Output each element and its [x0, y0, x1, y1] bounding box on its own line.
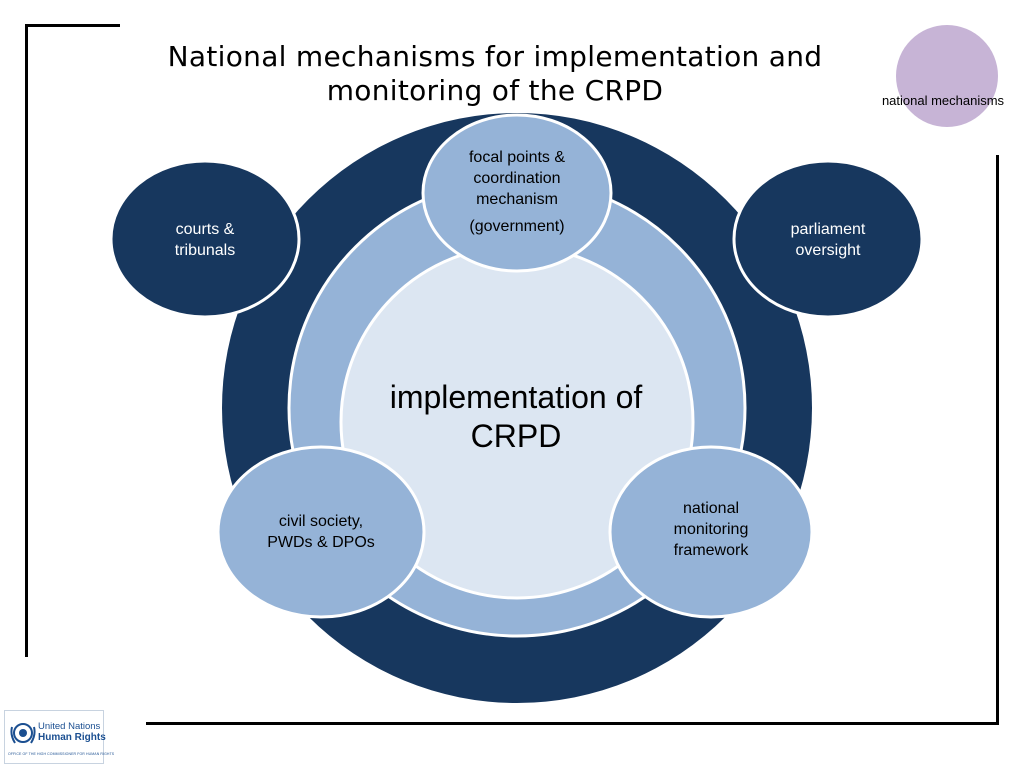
courts-tribunals-node	[109, 159, 301, 319]
frame-top-left-line	[25, 24, 120, 27]
civil-society-label: civil society, PWDs & DPOs	[246, 511, 396, 553]
frame-bottom-line	[146, 722, 999, 725]
center-label: implementation of CRPD	[389, 379, 643, 454]
focal-points-line2: coordination	[473, 170, 561, 187]
un-human-rights-logo: United Nations Human Rights OFFICE OF TH…	[4, 710, 114, 764]
monitoring-framework-label: national monitoring framework	[636, 498, 786, 561]
focal-points-label: focal points & coordination mechanism (g…	[437, 147, 597, 237]
civil-society-node	[216, 445, 426, 619]
parliament-line1: parliament	[790, 221, 866, 238]
logo-line1: United Nations	[38, 721, 101, 732]
frame-right-line	[996, 155, 999, 725]
parliament-oversight-node	[732, 159, 924, 319]
monitoring-line3: framework	[673, 542, 749, 559]
courts-line1: courts &	[175, 221, 235, 238]
focal-points-line4: (government)	[469, 218, 565, 235]
focal-points-line3: mechanism	[476, 191, 558, 208]
civil-society-line2: PWDs & DPOs	[267, 534, 375, 551]
corner-lilac-circle	[896, 25, 998, 127]
courts-tribunals-label: courts & tribunals	[145, 219, 265, 261]
civil-society-line1: civil society,	[278, 513, 364, 530]
un-emblem-icon	[10, 723, 36, 744]
monitoring-line1: national	[682, 500, 740, 517]
frame-left-line	[25, 24, 28, 657]
focal-points-line1: focal points &	[468, 149, 566, 166]
corner-label: national mechanisms	[881, 93, 1005, 108]
slide-title: National mechanisms for implementation a…	[167, 40, 823, 107]
logo-line2: Human Rights	[38, 732, 106, 743]
monitoring-framework-node	[608, 445, 814, 619]
courts-line2: tribunals	[174, 242, 236, 259]
monitoring-line2: monitoring	[673, 521, 749, 538]
focal-points-node	[421, 113, 613, 273]
logo-line3: OFFICE OF THE HIGH COMMISSIONER FOR HUMA…	[8, 752, 115, 756]
parliament-line2: oversight	[795, 242, 861, 259]
parliament-oversight-label: parliament oversight	[768, 219, 888, 261]
